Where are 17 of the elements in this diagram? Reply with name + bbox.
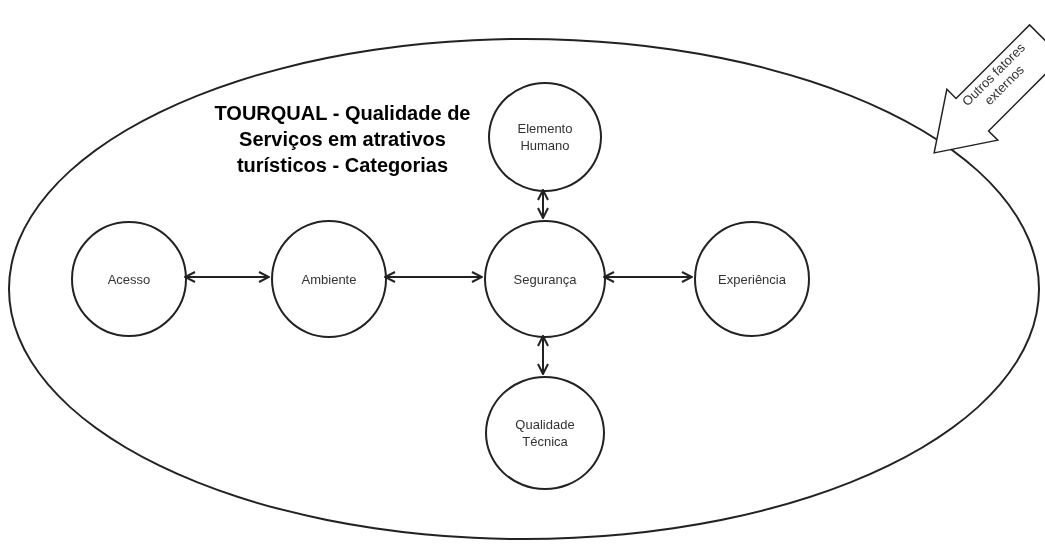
category-ellipse [694, 221, 810, 337]
double-arrow [537, 189, 549, 219]
double-arrow [184, 271, 270, 283]
category-label: Acesso [107, 270, 151, 288]
double-arrow [384, 271, 483, 283]
diagram-heading: TOURQUAL - Qualidade de Serviços em atrativos turísticos - Categorias [213, 101, 472, 178]
category-ellipse [71, 221, 187, 337]
category-ellipse [484, 220, 606, 338]
category-label: Elemento Humano [516, 120, 574, 154]
category-label: Experiência [718, 270, 786, 288]
double-arrow [603, 271, 693, 283]
category-label: Segurança [513, 270, 577, 288]
category-label: Ambiente [301, 270, 357, 288]
category-ellipse [485, 376, 605, 490]
category-ellipse [271, 220, 387, 338]
category-ellipse [488, 82, 602, 192]
category-label: Qualidade Técnica [514, 416, 576, 450]
